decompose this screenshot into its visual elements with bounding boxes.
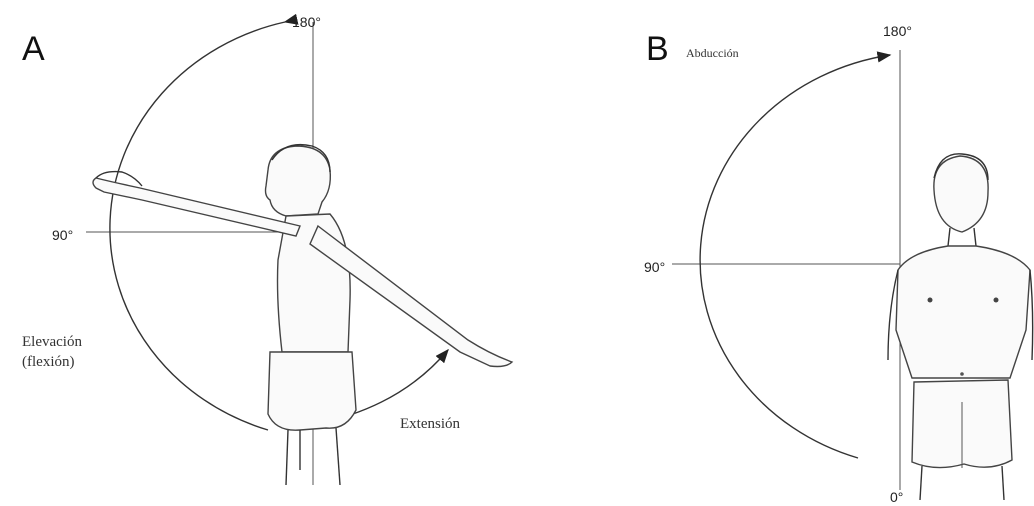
extension-label: Extensión [400, 416, 460, 432]
panel-b-90-label: 90° [644, 259, 665, 275]
panel-b-180-label: 180° [883, 23, 912, 39]
front-view-figure-illustration [888, 154, 1033, 500]
panel-a-extension-arc [350, 350, 448, 415]
side-view-figure-illustration [93, 145, 512, 485]
panel-b: B Abducción 180° 90° 0° [644, 23, 1033, 505]
panel-b-letter: B [646, 30, 669, 68]
panel-b-abduction-arc [700, 55, 890, 458]
panel-a-90-label: 90° [52, 227, 73, 243]
abduction-label: Abducción [686, 46, 739, 60]
panel-a-letter: A [22, 30, 45, 68]
elevation-label-line2: (flexión) [22, 354, 74, 370]
panel-b-0-label: 0° [890, 489, 903, 505]
panel-a: A 180° 90° Elevación (flexión) Extensión [22, 14, 512, 485]
panel-a-180-label: 180° [292, 14, 321, 30]
elevation-label-line1: Elevación [22, 334, 82, 350]
